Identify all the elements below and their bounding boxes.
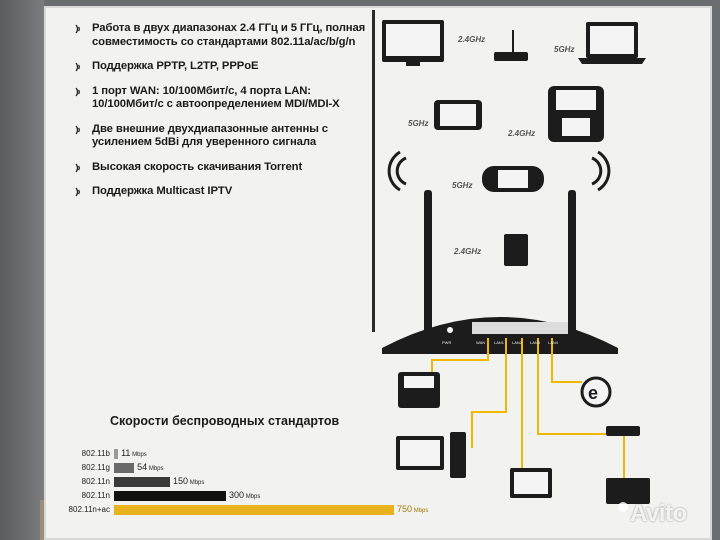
feature-item: Высокая скорость скачивания Torrent [70, 161, 370, 175]
modem-icon [606, 426, 640, 436]
box-edge [0, 0, 44, 540]
feature-item: Поддержка Multicast IPTV [70, 185, 370, 199]
feature-text: Поддержка Multicast IPTV [92, 185, 233, 197]
wifi-icon [75, 87, 80, 96]
set-top-box-icon [504, 234, 528, 266]
wifi-icon [75, 163, 80, 172]
speed-value-label: 54 Mbps [137, 462, 164, 472]
port-label: LAN1 [494, 340, 505, 345]
speed-standard-label: 802.11n [81, 491, 110, 500]
speed-standard-label: 802.11g [81, 463, 110, 472]
speed-standard-label: 802.11b [81, 449, 110, 458]
desktop-computer-icon [396, 432, 466, 478]
port-label: PWR [442, 340, 451, 345]
vertical-divider [372, 10, 375, 332]
speed-standard-label: 802.11n+ac [68, 505, 110, 514]
speeds-title: Скорости беспроводных стандартов [110, 414, 340, 428]
band-label: 5GHz [554, 45, 574, 54]
router-antenna-left [424, 190, 432, 340]
feature-list: Работа в двух диапазонах 2.4 ГГц и 5 ГГц… [70, 22, 370, 210]
tv-icon [382, 20, 444, 66]
svg-text:e: e [588, 383, 598, 403]
port-label: LAN3 [530, 340, 541, 345]
laptop-icon [578, 22, 646, 64]
tablet-icon [434, 100, 482, 130]
speed-bar [114, 477, 170, 487]
ip-phone-icon [398, 372, 440, 408]
router-antenna-right [568, 190, 576, 340]
band-label: 2.4GHz [453, 247, 481, 256]
speed-bar [114, 491, 226, 501]
feature-text: 1 порт WAN: 10/100Мбит/с, 4 порта LAN: 1… [92, 84, 340, 111]
avito-watermark: Avito [618, 500, 687, 528]
port-label: LAN4 [548, 340, 559, 345]
router-body [382, 317, 618, 354]
port-label: LAN2 [512, 340, 523, 345]
band-label: 5GHz [452, 181, 472, 190]
band-label: 5GHz [408, 119, 428, 128]
desktop-computer-icon [510, 468, 552, 498]
wifi-icon [75, 125, 80, 134]
band-label: 2.4GHz [457, 35, 485, 44]
wifi-icon [75, 187, 80, 197]
avito-logo-icon [618, 502, 628, 512]
feature-text: Работа в двух диапазонах 2.4 ГГц и 5 ГГц… [92, 22, 366, 48]
network-cables [431, 338, 625, 478]
speed-value-label: 150 Mbps [173, 476, 205, 486]
speed-value-label: 750 Mbps [397, 504, 429, 514]
feature-item: Две внешние двухдиапазонные антенны с ус… [70, 123, 370, 150]
mini-router-icon [494, 30, 528, 61]
device-illustration: e 2.4GHz 5GHz 5GHz 2.4GHz 5GHz 2.4GHz PW… [382, 20, 650, 504]
feature-item: Поддержка PPTP, L2TP, PPPoE [70, 60, 370, 74]
feature-text: Поддержка PPTP, L2TP, PPPoE [92, 60, 259, 72]
feature-text: Две внешние двухдиапазонные антенны с ус… [92, 122, 328, 149]
wifi-icon [75, 62, 80, 72]
wifi-icon [75, 24, 80, 34]
speed-bar [114, 505, 394, 515]
speed-standard-label: 802.11n [81, 477, 110, 486]
laptop-icon [606, 478, 650, 504]
signal-waves-icon [387, 150, 611, 192]
port-label: WAN [476, 340, 485, 345]
watermark-text: Avito [630, 500, 687, 527]
portable-console-icon [482, 166, 544, 192]
internet-explorer-icon: e [580, 376, 612, 408]
speed-bar [114, 449, 119, 459]
handheld-console-icon [548, 86, 604, 142]
feature-text: Высокая скорость скачивания Torrent [92, 160, 303, 173]
speed-bar [114, 463, 135, 473]
speed-value-label: 11 Mbps [121, 448, 147, 458]
speed-value-label: 300 Mbps [229, 490, 261, 500]
feature-item: Работа в двух диапазонах 2.4 ГГц и 5 ГГц… [70, 22, 370, 49]
feature-item: 1 порт WAN: 10/100Мбит/с, 4 порта LAN: 1… [70, 85, 370, 112]
band-label: 2.4GHz [507, 129, 535, 138]
